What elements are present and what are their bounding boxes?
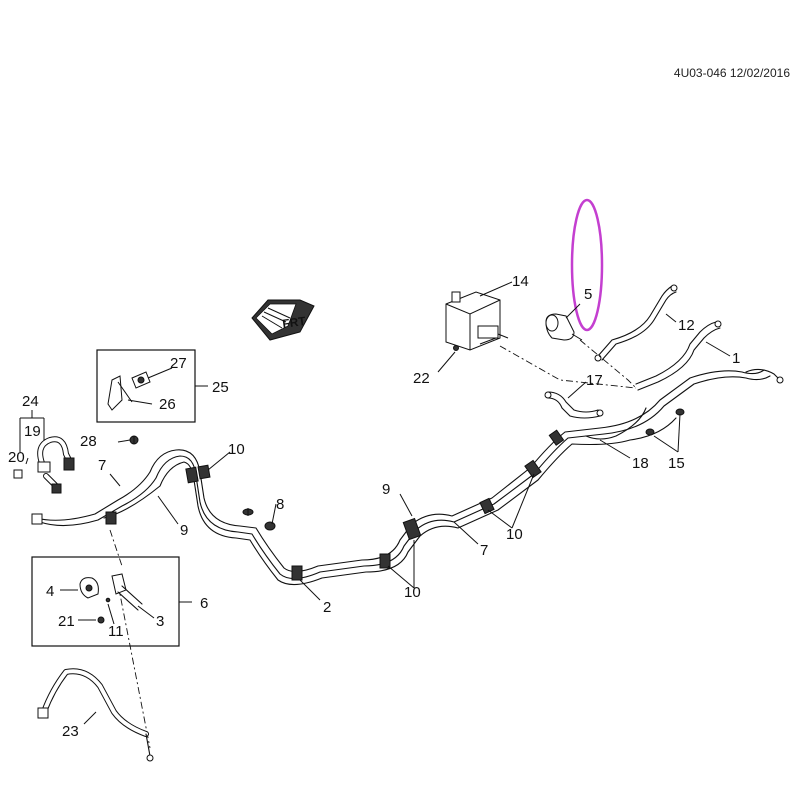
callout-3: 3: [156, 613, 164, 630]
part-17-hose: [544, 391, 604, 419]
line-clips: [185, 429, 565, 581]
callout-5: 5: [584, 286, 592, 303]
callout-12: 12: [678, 317, 695, 334]
part-19-filler-neck-hose: [37, 436, 75, 494]
callout-9b: 9: [382, 481, 390, 498]
callout-17: 17: [586, 372, 603, 389]
part-23-hose: [37, 668, 154, 762]
part-27-clip: [131, 371, 151, 389]
callout-21: 21: [58, 613, 75, 630]
clip-10b2: [524, 459, 542, 479]
part-4-clamp: [79, 577, 99, 599]
callout-9a: 9: [180, 522, 188, 539]
clip-2: [291, 565, 303, 581]
callout-labels: 14 5 12 1 17 22 18 15 8 10 2 10 10 9 7 9…: [8, 273, 740, 740]
callout-20: 20: [8, 449, 25, 466]
part-20-clamp: [13, 469, 23, 479]
callout-11: 11: [108, 623, 124, 640]
highlight-ellipse: [570, 198, 604, 332]
clip-10b1: [479, 497, 495, 515]
main-line-bundle: [35, 368, 784, 586]
callout-4: 4: [46, 583, 54, 600]
callout-10c: 10: [404, 584, 421, 601]
clip-10c: [379, 553, 391, 569]
callout-15: 15: [668, 455, 685, 472]
part-14-evap-canister: [445, 291, 509, 351]
document-id: 4U03-046 12/02/2016: [674, 66, 790, 80]
reference-lines: [109, 339, 637, 749]
part-12-vent-hose: [594, 284, 678, 362]
leader-lines: [25, 281, 731, 725]
callout-1: 1: [732, 350, 740, 367]
frt-label: FRT: [281, 314, 307, 331]
group-box-6: [31, 556, 180, 647]
clip-10a2: [197, 464, 211, 480]
callout-2: 2: [323, 599, 331, 616]
callout-25: 25: [212, 379, 229, 396]
clip-upper: [548, 429, 565, 446]
front-direction-arrow: FRT: [251, 299, 315, 341]
callout-10b: 10: [506, 526, 523, 543]
callout-18: 18: [632, 455, 649, 472]
part-11-screw: [105, 597, 111, 603]
part-24-bracket-lines: [19, 410, 45, 452]
callout-6: 6: [200, 595, 208, 612]
left-line-ends: [31, 511, 117, 525]
callout-19: 19: [24, 423, 41, 440]
callout-10a: 10: [228, 441, 245, 458]
clip-9b: [402, 517, 422, 541]
callout-26: 26: [159, 396, 176, 413]
callout-28: 28: [80, 433, 97, 450]
part-28-bolt: [129, 435, 139, 445]
part-1-vent-hose: [635, 320, 722, 391]
part-26-bracket: [107, 375, 133, 411]
callout-8: 8: [276, 496, 284, 513]
callout-7a: 7: [98, 457, 106, 474]
callout-27: 27: [170, 355, 187, 372]
callout-22: 22: [413, 370, 430, 387]
part-15-bolts: [645, 408, 685, 436]
callout-7b: 7: [480, 542, 488, 559]
part-5-vent-filter: [545, 313, 583, 341]
part-3-pipe: [111, 573, 143, 611]
part-18-hose: [585, 407, 647, 440]
callout-24: 24: [22, 393, 39, 410]
part-21-bolt: [97, 616, 105, 624]
clip-10a: [185, 466, 199, 484]
callout-23: 23: [62, 723, 79, 740]
callout-14: 14: [512, 273, 529, 290]
